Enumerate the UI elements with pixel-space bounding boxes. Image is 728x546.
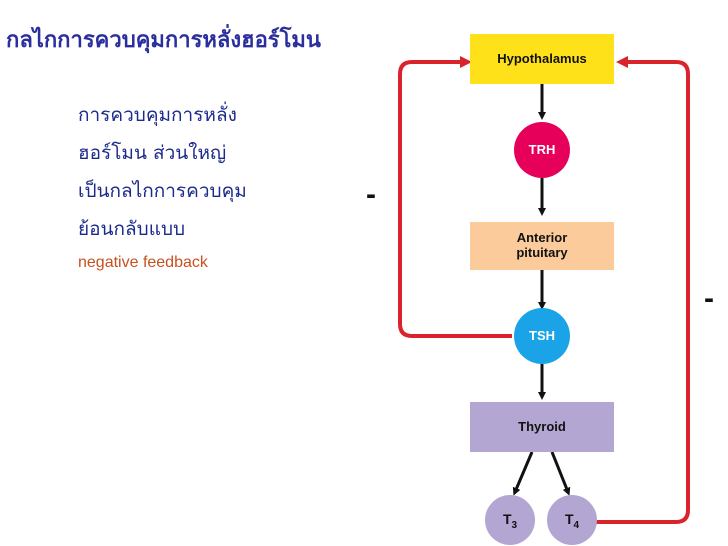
minus-sign-left: - [366,178,376,211]
tsh-circle [514,308,570,364]
t4-label: T4 [547,511,597,531]
t4-letter: T [564,511,574,527]
hypothalamus-label: Hypothalamus [497,51,587,66]
description-line-3: เป็นกลไกการควบคุม [78,180,247,202]
trh-label: TRH [528,142,556,157]
arrow-thyroid-t4 [550,451,571,496]
description-line-2: ฮอร์โมน ส่วนใหญ่ [78,142,227,164]
page-title: กลไกการควบคุมการหลั่งฮอร์โมน [6,28,321,53]
long-feedback-arrow [596,56,690,524]
short-feedback-arrow [398,56,512,338]
t4-subscript: 4 [573,519,580,531]
description-text: การควบคุมการหลั่ง ฮอร์โมน ส่วนใหญ่ เป็นก… [78,96,247,278]
description-line-4: ย้อนกลับแบบ [78,218,186,240]
t3-subscript: 3 [511,519,518,531]
thyroid-label: Thyroid [518,419,566,434]
t4-circle [547,495,597,545]
t3-letter: T [502,511,512,527]
t3-label: T3 [485,511,535,531]
thyroid-box [470,402,614,452]
t3-circle [485,495,535,545]
tsh-label: TSH [529,328,555,343]
anterior-pituitary-box [470,222,614,270]
trh-circle [514,122,570,178]
minus-sign-right: - [704,282,714,315]
hypothalamus-box [470,34,614,84]
arrow-thyroid-t3 [512,451,534,496]
description-line-1: การควบคุมการหลั่ง [78,104,237,126]
negative-feedback-label: negative feedback [78,254,208,271]
